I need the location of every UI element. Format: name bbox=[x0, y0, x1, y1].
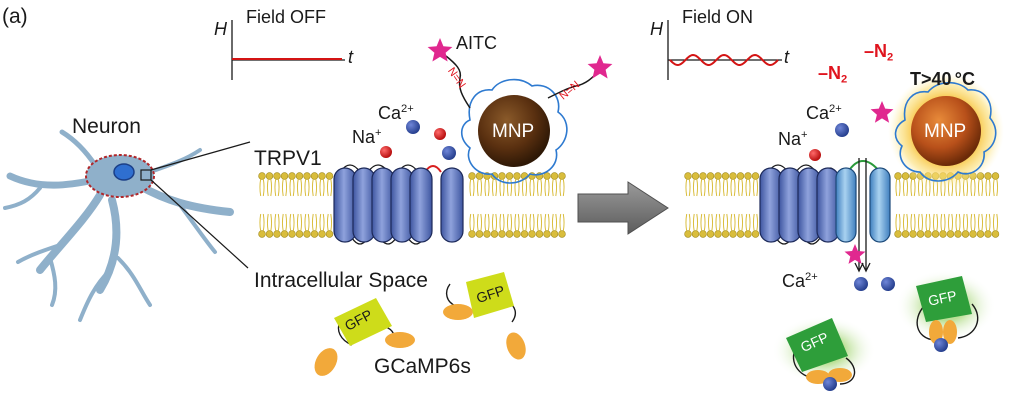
nitrogen-release-label-1: –N2 bbox=[864, 41, 894, 64]
gcamp-sensor-inactive-1 bbox=[314, 298, 415, 376]
aitc-linker-right bbox=[547, 71, 599, 99]
calcium-ion bbox=[835, 123, 849, 137]
gcamp-sensor-active-2 bbox=[896, 270, 996, 352]
neuron-nucleus bbox=[113, 163, 135, 181]
field-on-title: Field ON bbox=[682, 7, 754, 27]
mnp-label-left: MNP bbox=[492, 121, 535, 142]
calcium-ion-label-intracellular: Ca2+ bbox=[782, 271, 818, 291]
field-off-plot bbox=[231, 20, 345, 80]
calcium-ion-label: Ca2+ bbox=[378, 103, 414, 123]
calcium-ion-label-right: Ca2+ bbox=[806, 103, 842, 123]
calcium-ion bbox=[406, 120, 420, 134]
field-on-y-axis-label: H bbox=[650, 19, 663, 39]
field-off-y-axis-label: H bbox=[214, 19, 227, 39]
sodium-ion-label: Na+ bbox=[352, 127, 382, 147]
sodium-ion bbox=[380, 146, 392, 158]
aitc-linker-left bbox=[445, 55, 471, 109]
sodium-ion-label-right: Na+ bbox=[778, 129, 808, 149]
trpv1-channel-closed bbox=[333, 164, 464, 245]
aitc-star-icon bbox=[844, 244, 866, 264]
transition-arrow bbox=[577, 181, 669, 235]
zoom-line-top bbox=[150, 141, 251, 171]
trpv1-label: TRPV1 bbox=[254, 147, 322, 170]
calcium-ion bbox=[854, 277, 868, 291]
trpv1-channel-open bbox=[759, 158, 891, 273]
zoom-box bbox=[140, 169, 152, 181]
aitc-in-channel bbox=[844, 244, 866, 264]
aitc-star-icon bbox=[870, 101, 894, 123]
field-on-plot bbox=[667, 20, 782, 80]
temperature-label: T>40 °C bbox=[910, 69, 975, 89]
gcamp-sensor-active-1 bbox=[772, 316, 876, 391]
released-aitc bbox=[870, 101, 894, 123]
aitc-label: AITC bbox=[456, 33, 498, 53]
mnp-particle-heated bbox=[888, 73, 1004, 189]
aitc-star-icon bbox=[427, 38, 453, 62]
sodium-ion bbox=[809, 149, 821, 161]
field-on-x-axis-label: t bbox=[784, 47, 790, 67]
gcamp6s-label: GCaMP6s bbox=[374, 355, 471, 378]
field-off-title: Field OFF bbox=[246, 7, 327, 27]
field-on-signal bbox=[669, 53, 779, 67]
intracellular-space-label: Intracellular Space bbox=[254, 269, 428, 292]
panel-label: (a) bbox=[2, 5, 28, 28]
field-off-x-axis-label: t bbox=[348, 47, 354, 67]
mnp-particle-cold bbox=[460, 78, 568, 184]
gcamp-sensor-inactive-2 bbox=[443, 272, 526, 360]
nitrogen-release-label-2: –N2 bbox=[818, 63, 848, 86]
mnp-label-right: MNP bbox=[924, 121, 967, 142]
calcium-ion bbox=[881, 277, 895, 291]
zoom-line-bottom bbox=[150, 179, 249, 269]
aitc-molecules bbox=[427, 38, 613, 79]
neuron-label: Neuron bbox=[72, 115, 141, 138]
lipid-bilayer-left bbox=[258, 172, 566, 238]
sodium-ion bbox=[434, 128, 446, 140]
calcium-ion bbox=[442, 146, 456, 160]
aitc-star-icon bbox=[587, 55, 613, 79]
